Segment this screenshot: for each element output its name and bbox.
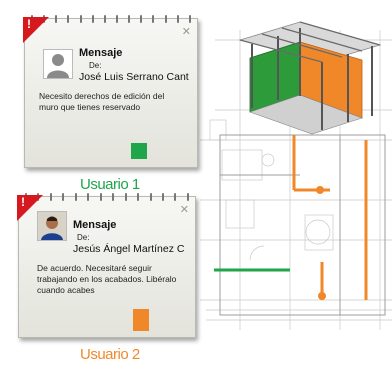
sender-name: Jesús Ángel Martínez C [73,243,185,255]
binder-spiral [25,193,189,201]
sender-name: José Luis Serrano Cant [79,71,189,83]
message-card-2[interactable]: ! ✕ Mensaje De: Jesús Ángel Martínez C D… [17,193,196,338]
message-card-1[interactable]: ! ✕ Mensaje De: José Luis Serrano Cant N… [23,15,198,168]
generic-user-icon [43,49,73,79]
message-body: De acuerdo. Necesitaré seguir trabajando… [37,263,177,295]
close-icon[interactable]: ✕ [179,204,189,216]
user-label-1: Usuario 1 [80,176,140,193]
binder-spiral [31,15,191,23]
user-label-2: Usuario 2 [80,346,140,363]
message-title: Mensaje [79,47,123,59]
close-icon[interactable]: ✕ [181,26,191,38]
from-label: De: [77,233,90,242]
user-photo-icon [37,211,67,241]
message-title: Mensaje [73,219,117,231]
user-color-tag [133,309,149,331]
from-label: De: [89,61,102,70]
message-body: Necesito derechos de edición del muro qu… [39,91,165,112]
alert-flag-icon: ! [23,17,49,43]
user-color-tag [131,143,147,159]
